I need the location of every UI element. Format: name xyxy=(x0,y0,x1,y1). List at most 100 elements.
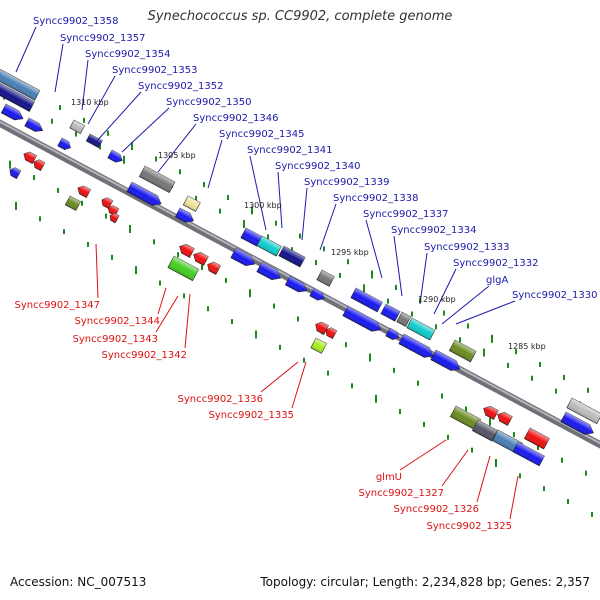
gene-block[interactable] xyxy=(240,227,263,247)
gene-label[interactable]: Syncc9902_1325 xyxy=(427,521,513,532)
gene-block[interactable] xyxy=(57,137,73,152)
gene-block[interactable] xyxy=(138,165,176,194)
gene-block[interactable] xyxy=(0,103,25,123)
gene-label[interactable]: Syncc9902_1339 xyxy=(304,177,390,188)
gene-label[interactable]: Syncc9902_1344 xyxy=(75,316,161,327)
gene-block[interactable] xyxy=(396,311,412,327)
gene-block[interactable] xyxy=(100,196,114,210)
gene-block[interactable] xyxy=(230,247,257,269)
gene-label[interactable]: Syncc9902_1334 xyxy=(391,225,477,236)
gene-block[interactable] xyxy=(448,339,477,363)
accession-text: Accession: NC_007513 xyxy=(10,575,147,589)
leader-line xyxy=(95,243,99,299)
gene-label[interactable]: Syncc9902_1350 xyxy=(166,97,252,108)
gene-block[interactable] xyxy=(0,65,41,101)
gene-block[interactable] xyxy=(76,184,91,199)
leader-line xyxy=(433,268,457,315)
leader-line xyxy=(399,439,447,471)
gene-label[interactable]: Syncc9902_1353 xyxy=(112,65,198,76)
gene-block[interactable] xyxy=(64,195,81,211)
gene-block[interactable] xyxy=(167,255,200,282)
leader-line xyxy=(87,75,116,125)
gene-block[interactable] xyxy=(174,207,196,225)
gene-block[interactable] xyxy=(22,150,37,165)
gene-label[interactable]: Syncc9902_1330 xyxy=(512,290,598,301)
gene-block[interactable] xyxy=(8,166,22,180)
gene-block[interactable] xyxy=(278,245,306,268)
gene-label[interactable]: Syncc9902_1343 xyxy=(73,334,159,345)
gene-block[interactable] xyxy=(24,117,45,134)
gene-block[interactable] xyxy=(256,235,282,257)
gene-label[interactable]: Syncc9902_1335 xyxy=(209,410,295,421)
gene-block[interactable] xyxy=(69,119,85,135)
leader-line xyxy=(365,219,383,279)
gene-label[interactable]: Syncc9902_1358 xyxy=(33,16,119,27)
gene-label[interactable]: Syncc9902_1346 xyxy=(193,113,279,124)
gene-label[interactable]: Syncc9902_1327 xyxy=(359,488,445,499)
gene-block[interactable] xyxy=(85,133,103,149)
leader-line xyxy=(441,449,469,487)
gene-block[interactable] xyxy=(385,327,401,342)
gene-block[interactable] xyxy=(398,333,436,361)
gene-block[interactable] xyxy=(313,320,329,335)
gene-block[interactable] xyxy=(471,419,498,442)
gene-label[interactable]: Syncc9902_1336 xyxy=(178,394,264,405)
kbp-label: 1295 kbp xyxy=(331,248,369,257)
kbp-label: 1310 kbp xyxy=(71,98,109,107)
gene-block[interactable] xyxy=(566,397,600,425)
gene-label[interactable]: glgA xyxy=(486,275,508,286)
leader-line xyxy=(54,43,64,93)
leader-line xyxy=(441,285,490,325)
leader-line xyxy=(184,293,191,349)
gene-label[interactable]: Syncc9902_1354 xyxy=(85,49,171,60)
gene-block[interactable] xyxy=(126,181,164,209)
gene-label[interactable]: Syncc9902_1338 xyxy=(333,193,419,204)
gene-label[interactable]: Syncc9902_1357 xyxy=(60,33,146,44)
leader-line xyxy=(249,155,267,231)
gene-block[interactable] xyxy=(310,337,327,354)
leader-line xyxy=(157,287,167,315)
gene-block[interactable] xyxy=(342,305,383,335)
gene-label[interactable]: Syncc9902_1333 xyxy=(424,242,510,253)
gene-block[interactable] xyxy=(406,317,436,341)
gene-block[interactable] xyxy=(316,269,335,287)
gene-block[interactable] xyxy=(182,195,201,212)
leader-line xyxy=(476,455,491,503)
gene-block[interactable] xyxy=(256,261,283,283)
gene-label[interactable]: Syncc9902_1337 xyxy=(363,209,449,220)
gene-block[interactable] xyxy=(205,260,221,275)
gene-label[interactable]: Syncc9902_1342 xyxy=(102,350,188,361)
gene-block[interactable] xyxy=(32,158,46,172)
gene-block[interactable] xyxy=(495,410,513,426)
gene-block[interactable] xyxy=(324,326,338,340)
gene-label[interactable]: Syncc9902_1340 xyxy=(275,161,361,172)
gene-block[interactable] xyxy=(380,303,401,322)
gene-block[interactable] xyxy=(309,287,327,303)
leader-line xyxy=(301,187,308,241)
gene-label[interactable]: glmU xyxy=(376,472,402,483)
gene-block[interactable] xyxy=(107,149,125,165)
map-title: Synechococcus sp. CC9902, complete genom… xyxy=(147,9,453,24)
leader-line xyxy=(509,475,519,520)
gene-label[interactable]: Syncc9902_1332 xyxy=(453,258,539,269)
gene-block[interactable] xyxy=(284,275,309,295)
leader-line xyxy=(81,59,89,111)
gene-block[interactable] xyxy=(430,349,463,374)
gene-block[interactable] xyxy=(523,427,550,450)
gene-block[interactable] xyxy=(108,212,120,224)
gene-block[interactable] xyxy=(512,441,545,467)
gene-label[interactable]: Syncc9902_1326 xyxy=(394,504,480,515)
gene-block[interactable] xyxy=(177,242,195,258)
gene-block[interactable] xyxy=(481,404,499,420)
gene-label[interactable]: Syncc9902_1347 xyxy=(15,300,101,311)
gene-block[interactable] xyxy=(560,411,596,438)
gene-label[interactable]: Syncc9902_1345 xyxy=(219,129,305,140)
gene-block[interactable] xyxy=(0,79,35,112)
leader-line xyxy=(419,252,428,305)
gene-label[interactable]: Syncc9902_1352 xyxy=(138,81,224,92)
gene-block[interactable] xyxy=(350,287,383,313)
genome-summary-text: Topology: circular; Length: 2,234,828 bp… xyxy=(260,575,590,589)
gene-label[interactable]: Syncc9902_1341 xyxy=(247,145,333,156)
gene-block[interactable] xyxy=(191,250,209,266)
